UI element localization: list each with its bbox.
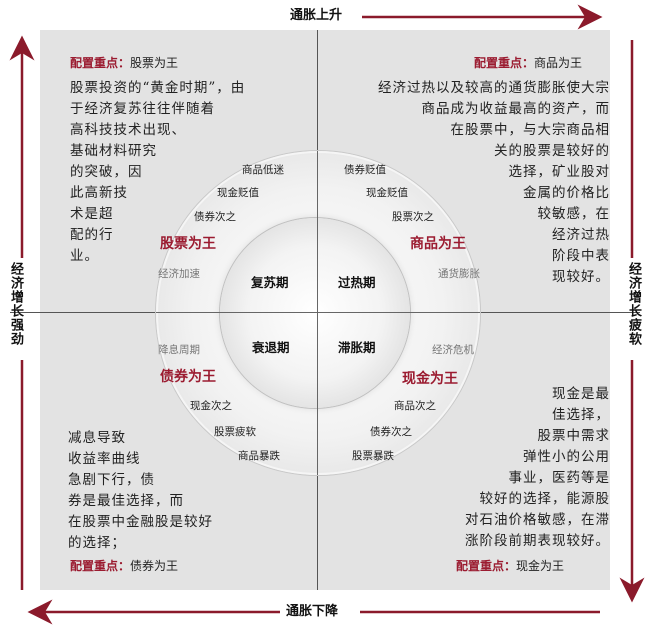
focus-bottom-right: 配置重点：现金为王 — [456, 557, 564, 574]
focus-top-left: 配置重点：股票为王 — [70, 54, 178, 71]
paragraph-line: 现金是最 — [552, 386, 610, 402]
king-top-right: 商品为王 — [410, 236, 466, 252]
condition-bottom-right: 经济危机 — [432, 344, 474, 356]
paragraph-line: 关的股票是较好的 — [494, 143, 610, 159]
king-bottom-left: 债券为王 — [160, 369, 216, 385]
paragraph-line: 在股票中金融股是较好 — [68, 514, 213, 530]
paragraph-line: 急剧下行，债 — [68, 472, 155, 488]
paragraph-line: 的突破，因 — [70, 164, 143, 180]
focus-value: 商品为王 — [534, 56, 583, 70]
paragraph-line: 选择，矿业股对 — [508, 164, 610, 180]
phase-top-left: 复苏期 — [251, 275, 289, 290]
paragraph-line: 减息导致 — [68, 430, 126, 446]
paragraph-line: 佳选择， — [552, 407, 610, 423]
paragraph-line: 此高新技 — [70, 185, 128, 201]
focus-prefix: 配置重点： — [70, 56, 131, 70]
paragraph-line: 配的行 — [70, 227, 114, 243]
paragraph-line: 涨阶段前期表现较好。 — [465, 533, 610, 549]
focus-value: 现金为王 — [516, 559, 565, 573]
paragraph-line: 股票中需求 — [537, 428, 610, 444]
focus-value: 债券为王 — [130, 559, 179, 573]
horizontal-divider-over — [156, 312, 480, 313]
asset-br-2: 债券次之 — [370, 426, 412, 438]
asset-bl-1: 现金次之 — [190, 400, 232, 412]
focus-value: 股票为王 — [130, 56, 179, 70]
focus-top-right: 配置重点：商品为王 — [474, 54, 582, 71]
phase-bottom-left: 衰退期 — [252, 340, 290, 355]
paragraph-line: 经济过热 — [552, 227, 610, 243]
king-top-left: 股票为王 — [160, 236, 216, 252]
focus-bottom-left: 配置重点：债券为王 — [70, 557, 178, 574]
paragraph-line: 的选择； — [68, 535, 126, 551]
paragraph-top-right: 经济过热以及较高的通货膨胀使大宗 商品成为收益最高的资产，而 在股票中，与大宗商… — [378, 78, 610, 288]
paragraph-line: 现较好。 — [552, 269, 610, 285]
paragraph-bottom-left: 减息导致 收益率曲线 急剧下行，债 券是最佳选择，而 在股票中金融股是较好 的选… — [68, 428, 213, 554]
paragraph-line: 较好的选择，能源股 — [479, 491, 610, 507]
axis-right-label: 经济增长疲软 — [626, 262, 641, 346]
paragraph-line: 于经济复苏往往伴随着 — [70, 101, 215, 117]
condition-bottom-left: 降息周期 — [158, 344, 200, 356]
paragraph-line: 在股票中，与大宗商品相 — [450, 122, 610, 138]
axis-left-label: 经济增长强劲 — [8, 262, 23, 346]
focus-prefix: 配置重点： — [456, 559, 517, 573]
phase-top-right: 过热期 — [338, 275, 376, 290]
paragraph-line: 基础材料研究 — [70, 143, 157, 159]
king-bottom-right: 现金为王 — [402, 371, 458, 387]
asset-tr-1: 债券贬值 — [344, 164, 386, 176]
axis-bottom-label: 通胀下降 — [286, 604, 339, 619]
paragraph-line: 阶段中表 — [552, 248, 610, 264]
asset-br-3: 股票暴跌 — [352, 450, 394, 462]
paragraph-top-left: 股票投资的“黄金时期”，由 于经济复苏往往伴随着 高科技技术出现、 基础材料研究… — [70, 78, 245, 267]
paragraph-line: 弹性小的公用 — [523, 449, 610, 465]
focus-prefix: 配置重点： — [70, 559, 131, 573]
vertical-divider-over — [317, 151, 318, 475]
asset-tl-1: 商品低迷 — [242, 164, 284, 176]
paragraph-line: 较敏感，在 — [537, 206, 610, 222]
paragraph-line: 对石油价格敏感，在滞 — [465, 512, 610, 528]
asset-bl-3: 商品暴跌 — [238, 450, 280, 462]
inner-circle — [220, 218, 410, 408]
asset-tl-2: 现金贬值 — [217, 187, 259, 199]
paragraph-line: 术是超 — [70, 206, 114, 222]
condition-top-right: 通货膨胀 — [438, 268, 480, 280]
paragraph-line: 金属的价格比 — [523, 185, 610, 201]
asset-tr-2: 现金贬值 — [366, 187, 408, 199]
asset-bl-2: 股票疲软 — [214, 426, 256, 438]
paragraph-bottom-right: 现金是最 佳选择， 股票中需求 弹性小的公用 事业，医药等是 较好的选择，能源股… — [465, 384, 610, 552]
paragraph-line: 券是最佳选择，而 — [68, 493, 184, 509]
paragraph-line: 业。 — [70, 248, 99, 264]
paragraph-line: 经济过热以及较高的通货膨胀使大宗 — [378, 80, 610, 96]
paragraph-line: 收益率曲线 — [68, 451, 141, 467]
paragraph-line: 商品成为收益最高的资产，而 — [421, 101, 610, 117]
condition-top-left: 经济加速 — [158, 268, 200, 280]
paragraph-line: 高科技技术出现、 — [70, 122, 186, 138]
focus-prefix: 配置重点： — [474, 56, 535, 70]
axis-top-label: 通胀上升 — [290, 8, 343, 23]
asset-br-1: 商品次之 — [394, 400, 436, 412]
asset-tl-3: 债券次之 — [194, 211, 236, 223]
paragraph-line: 事业，医药等是 — [508, 470, 610, 486]
phase-bottom-right: 滞胀期 — [338, 340, 376, 355]
paragraph-line: 股票投资的“黄金时期”，由 — [70, 80, 246, 96]
asset-tr-3: 股票次之 — [392, 211, 434, 223]
